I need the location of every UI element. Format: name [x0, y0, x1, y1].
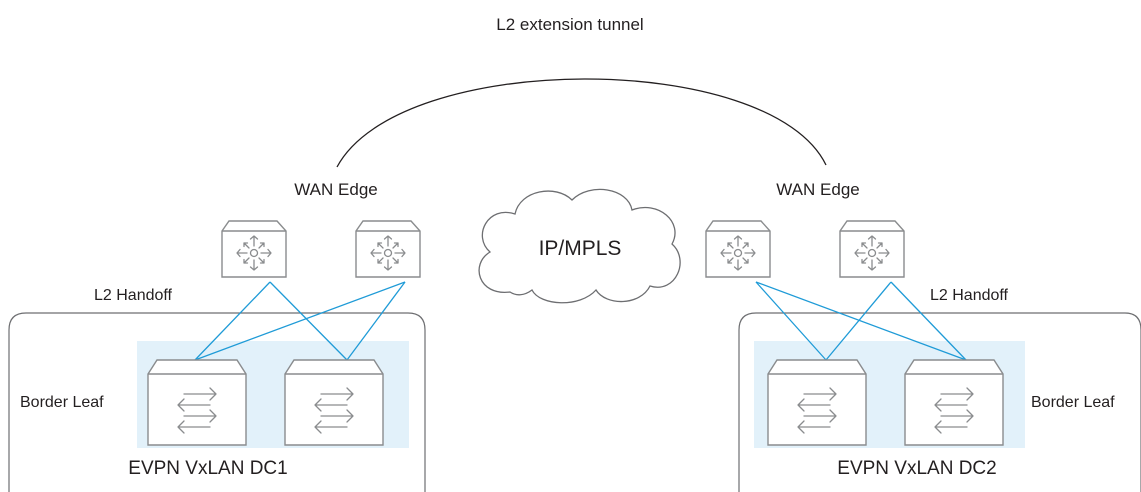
router-icon — [355, 220, 421, 278]
switch-icon — [904, 359, 1004, 446]
link — [755, 281, 967, 361]
switch-icon — [284, 359, 384, 446]
link — [194, 281, 406, 361]
dc2-boundary — [738, 312, 1141, 492]
switch-icon — [147, 359, 247, 446]
wan-edge-label-right: WAN Edge — [776, 180, 859, 199]
link — [825, 281, 892, 361]
border-leaf-label-right: Border Leaf — [1031, 394, 1115, 411]
l2-extension-tunnel-arc — [336, 78, 827, 168]
link — [194, 281, 271, 361]
link — [890, 281, 967, 361]
link — [755, 281, 827, 361]
router-icon — [839, 220, 905, 278]
tunnel-label: L2 extension tunnel — [496, 15, 643, 34]
router-icon — [705, 220, 771, 278]
router-icon — [221, 220, 287, 278]
l2-handoff-label-right: L2 Handoff — [930, 287, 1009, 304]
dc2-label: EVPN VxLAN DC2 — [837, 458, 996, 479]
dc1-label: EVPN VxLAN DC1 — [128, 458, 287, 479]
cloud-label: IP/MPLS — [539, 237, 622, 260]
dc1-boundary — [8, 312, 426, 492]
l2-handoff-label-left: L2 Handoff — [94, 287, 173, 304]
switch-icon — [767, 359, 867, 446]
wan-edge-label-left: WAN Edge — [294, 180, 377, 199]
cloud-icon — [478, 188, 681, 304]
link — [346, 281, 406, 361]
border-leaf-label-left: Border Leaf — [20, 394, 104, 411]
link — [269, 281, 348, 361]
